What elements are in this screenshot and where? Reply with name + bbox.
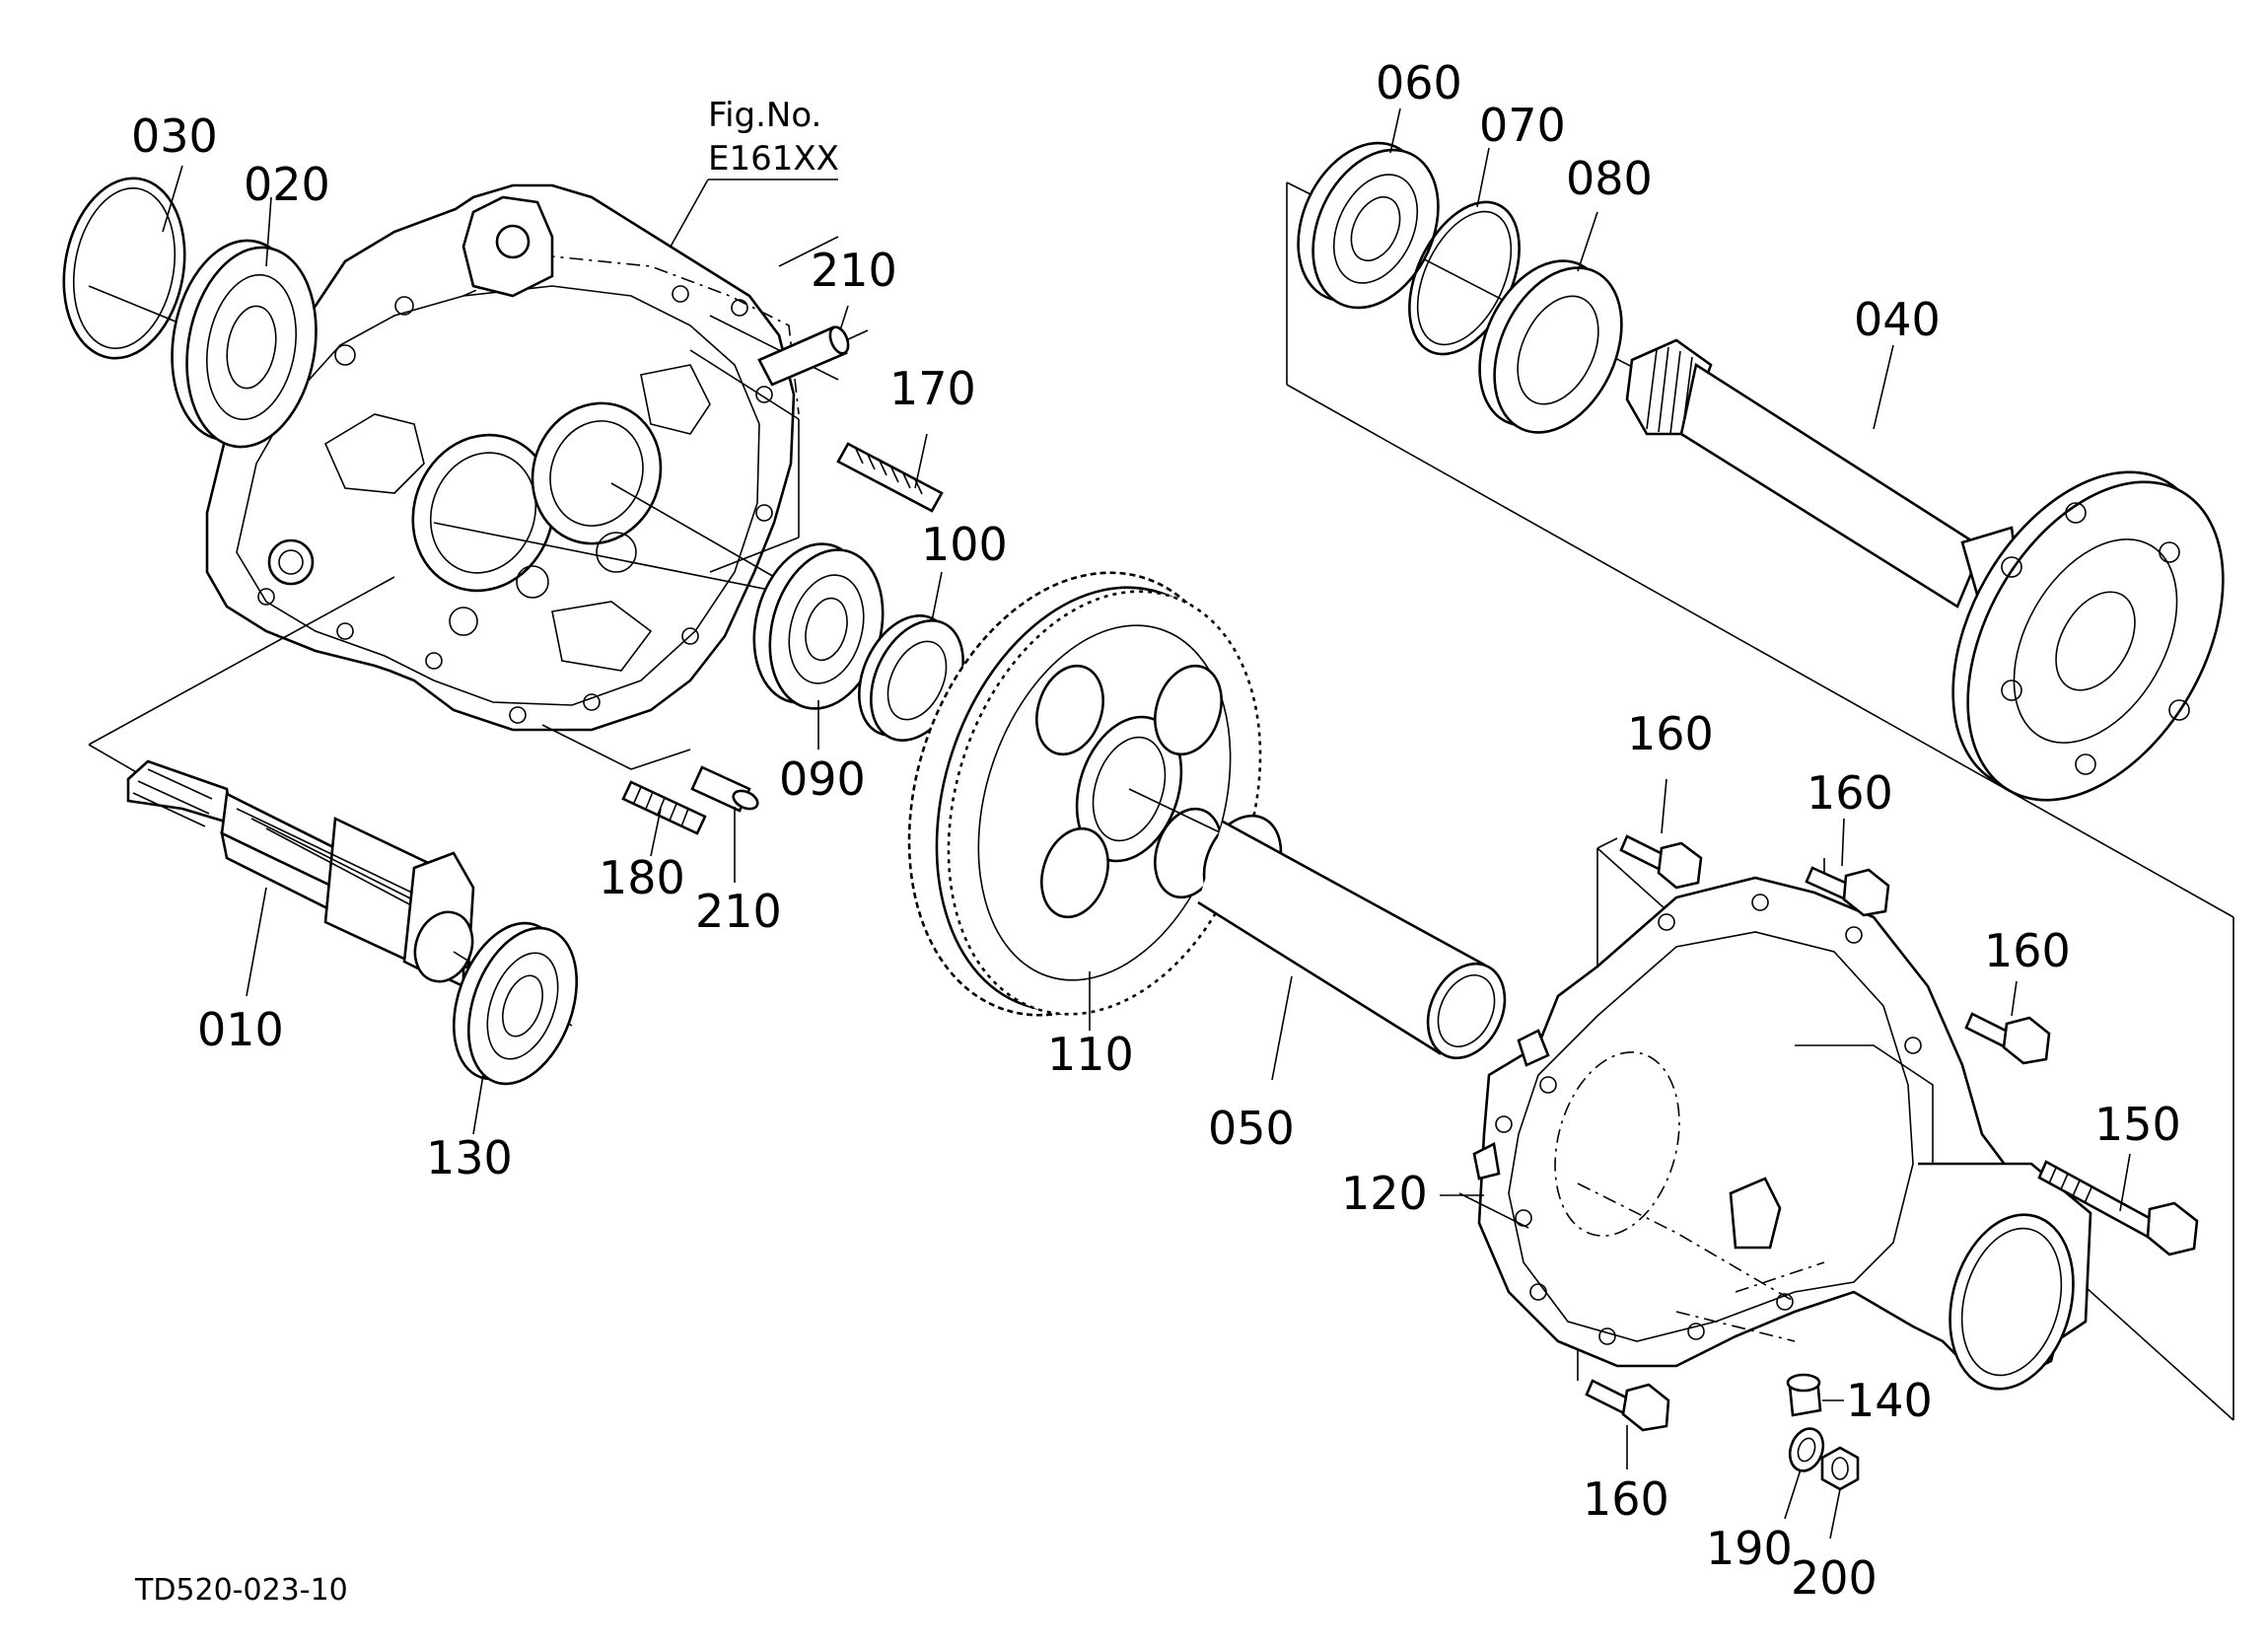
callout-140: 140 xyxy=(1846,1374,1933,1427)
callout-130: 130 xyxy=(426,1131,513,1184)
drawing-code: TD520-023-10 xyxy=(134,1573,348,1608)
callout-070: 070 xyxy=(1479,99,1566,152)
callout-160-a: 160 xyxy=(1627,707,1714,760)
washer-190 xyxy=(1784,1427,1825,1520)
callout-190: 190 xyxy=(1706,1522,1793,1575)
figure-number: Fig.No. E161XX xyxy=(670,96,839,248)
axle-shaft-040 xyxy=(1625,338,2225,802)
stud-bolt-180 xyxy=(621,780,707,857)
ball-bearing-130 xyxy=(452,921,579,1135)
callout-060: 060 xyxy=(1376,56,1462,109)
callout-090: 090 xyxy=(779,752,866,806)
hex-bolt-150 xyxy=(2037,1153,2199,1256)
hex-bolt-160-right xyxy=(1964,980,2051,1065)
callout-120: 120 xyxy=(1341,1167,1428,1220)
callout-040: 040 xyxy=(1854,293,1941,346)
hex-bolt-160-mid xyxy=(1805,818,1890,917)
callout-200: 200 xyxy=(1791,1551,1878,1605)
collar-050 xyxy=(1197,814,1507,1081)
transmission-case xyxy=(205,183,800,732)
pin-210-lower xyxy=(690,765,759,883)
spur-gear-110 xyxy=(907,571,1262,1031)
callout-labels: 030 020 210 170 100 090 180 210 010 130 … xyxy=(131,56,2181,1605)
callout-160-d: 160 xyxy=(1583,1472,1669,1526)
callout-160-b: 160 xyxy=(1807,766,1893,820)
pin-210-upper xyxy=(757,305,869,387)
callout-170: 170 xyxy=(889,362,976,415)
callout-180: 180 xyxy=(599,851,685,904)
hex-bolt-160-top xyxy=(1619,778,1703,890)
ball-bearing-060 xyxy=(1297,107,1440,310)
fig-no-label: Fig.No. xyxy=(708,96,821,135)
ball-bearing-080 xyxy=(1478,211,1623,434)
callout-110: 110 xyxy=(1047,1028,1134,1081)
hex-bolt-160-bottom xyxy=(1585,1379,1670,1469)
callout-100: 100 xyxy=(921,518,1008,571)
callout-020: 020 xyxy=(244,158,330,211)
stud-bolt-170 xyxy=(836,433,944,513)
callout-030: 030 xyxy=(131,109,218,163)
callout-150: 150 xyxy=(2094,1098,2181,1151)
callout-010: 010 xyxy=(197,1003,284,1056)
plug-140 xyxy=(1786,1373,1844,1417)
hex-nut-200 xyxy=(1820,1446,1860,1540)
callout-210-lower: 210 xyxy=(695,885,782,938)
callout-050: 050 xyxy=(1208,1102,1295,1155)
callout-210-upper: 210 xyxy=(811,244,897,297)
ball-bearing-020 xyxy=(171,196,318,449)
callout-160-c: 160 xyxy=(1984,924,2071,977)
ball-bearing-090 xyxy=(752,542,885,750)
axle-housing-120 xyxy=(1458,876,2092,1391)
input-shaft-010 xyxy=(126,759,573,1027)
callout-080: 080 xyxy=(1566,152,1653,205)
fig-no-value: E161XX xyxy=(708,139,839,179)
